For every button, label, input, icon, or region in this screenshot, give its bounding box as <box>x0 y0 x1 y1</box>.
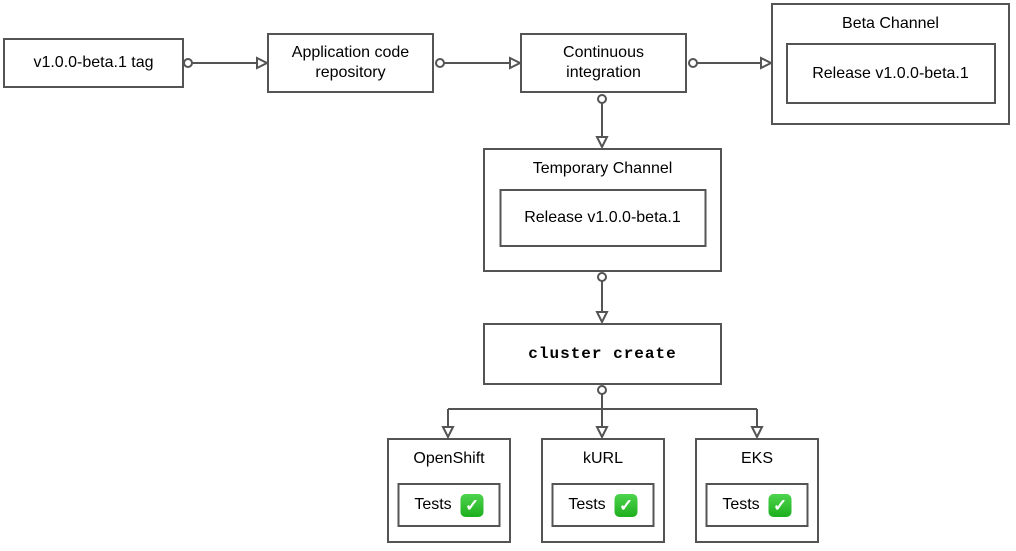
temporary-channel-release-box: Release v1.0.0-beta.1 <box>499 189 706 247</box>
cluster-openshift-arrowhead-icon <box>441 426 455 440</box>
kurl-tests-box: Tests ✓ <box>551 483 655 527</box>
ci-beta-connector-dot <box>688 58 698 68</box>
cluster-kurl-arrowhead-icon <box>595 426 609 440</box>
ci-temp-connector-dot <box>597 94 607 104</box>
openshift-tests-label: Tests <box>414 496 452 513</box>
tag-repo-connector-dot <box>183 58 193 68</box>
openshift-check-icon: ✓ <box>460 493 484 517</box>
kurl-check-icon: ✓ <box>614 493 638 517</box>
temp-cluster-arrowhead-icon <box>595 311 609 325</box>
repo-ci-connector-dot <box>435 58 445 68</box>
ci-temp-arrowhead-icon <box>595 136 609 150</box>
node-app-code-repository: Application code repository <box>267 33 434 93</box>
cluster-branch-connector-dot <box>597 385 607 395</box>
node-openshift: OpenShift Tests ✓ <box>387 438 511 543</box>
eks-tests-box: Tests ✓ <box>705 483 809 527</box>
ci-beta-arrowhead-icon <box>760 56 774 70</box>
continuous-integration-label: Continuous integration <box>563 44 644 81</box>
beta-channel-release-label: Release v1.0.0-beta.1 <box>812 64 969 82</box>
repo-ci-arrowhead-icon <box>509 56 523 70</box>
node-beta-channel: Beta Channel Release v1.0.0-beta.1 <box>771 3 1010 125</box>
cluster-branch-connector-line <box>447 394 758 427</box>
kurl-title: kURL <box>582 450 623 467</box>
beta-channel-title: Beta Channel <box>842 15 939 32</box>
openshift-title: OpenShift <box>413 450 485 467</box>
version-tag-label: v1.0.0-beta.1 tag <box>33 54 154 71</box>
temp-cluster-connector-dot <box>597 272 607 282</box>
tag-repo-arrowhead-icon <box>256 56 270 70</box>
app-code-repository-label: Application code repository <box>291 44 410 81</box>
node-version-tag: v1.0.0-beta.1 tag <box>3 38 184 88</box>
node-continuous-integration: Continuous integration <box>520 33 687 93</box>
cluster-eks-arrowhead-icon <box>750 426 764 440</box>
beta-channel-release-box: Release v1.0.0-beta.1 <box>785 43 996 104</box>
node-kurl: kURL Tests ✓ <box>541 438 665 543</box>
node-eks: EKS Tests ✓ <box>695 438 819 543</box>
temporary-channel-release-label: Release v1.0.0-beta.1 <box>524 209 681 226</box>
temporary-channel-title: Temporary Channel <box>532 160 673 177</box>
openshift-tests-box: Tests ✓ <box>397 483 501 527</box>
node-temporary-channel: Temporary Channel Release v1.0.0-beta.1 <box>483 148 722 272</box>
eks-check-icon: ✓ <box>768 493 792 517</box>
kurl-tests-label: Tests <box>568 496 606 513</box>
cluster-create-label: cluster create <box>528 345 677 363</box>
eks-title: EKS <box>740 450 773 467</box>
node-cluster-create: cluster create <box>483 323 722 385</box>
eks-tests-label: Tests <box>722 496 760 513</box>
